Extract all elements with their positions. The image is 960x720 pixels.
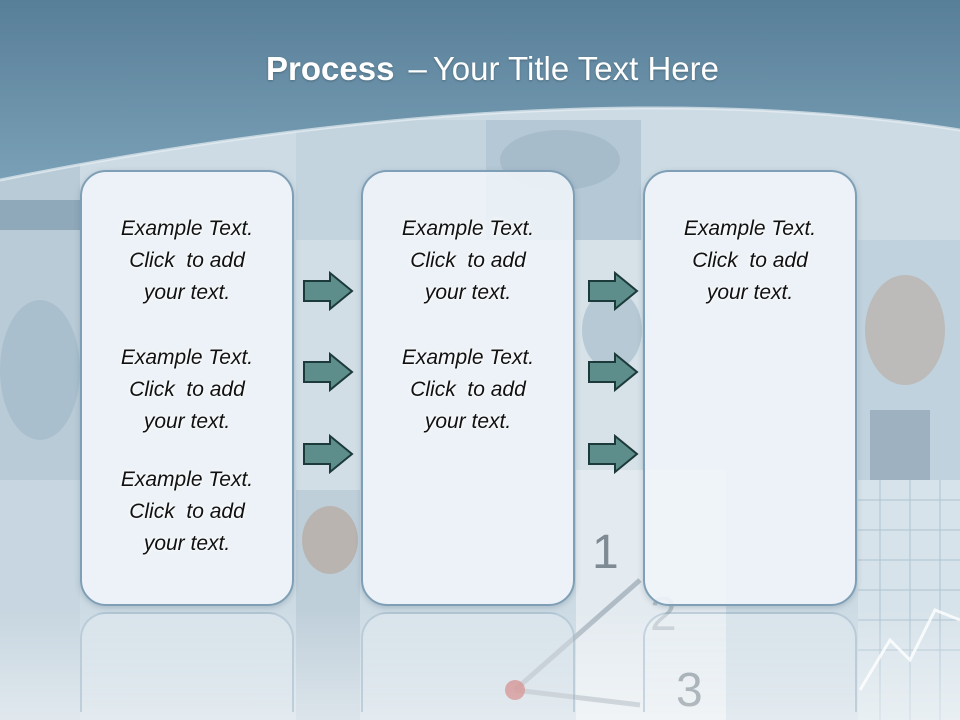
slide-title[interactable]: Process–Your Title Text Here bbox=[0, 50, 960, 88]
process-step-box-1[interactable]: Example Text. Click to add your text. Ex… bbox=[80, 170, 294, 606]
right-arrow-icon bbox=[588, 271, 639, 311]
step-2-text-1[interactable]: Example Text. Click to add your text. bbox=[401, 217, 535, 304]
box-reflection-1 bbox=[80, 612, 294, 712]
clock-numeral-1: 1 bbox=[592, 526, 619, 579]
right-arrow-icon bbox=[588, 434, 639, 474]
step-1-text-3[interactable]: Example Text. Click to add your text. bbox=[120, 468, 254, 555]
title-separator: – bbox=[408, 50, 427, 87]
title-text: Your Title Text Here bbox=[432, 50, 719, 87]
process-step-box-2[interactable]: Example Text. Click to add your text. Ex… bbox=[361, 170, 575, 606]
box-reflection-2 bbox=[361, 612, 575, 712]
step-2-text-2[interactable]: Example Text. Click to add your text. bbox=[401, 346, 535, 433]
step-1-text-2[interactable]: Example Text. Click to add your text. bbox=[120, 346, 254, 433]
right-arrow-icon bbox=[303, 352, 354, 392]
process-step-box-3[interactable]: Example Text. Click to add your text. bbox=[643, 170, 857, 606]
step-1-text-1[interactable]: Example Text. Click to add your text. bbox=[120, 217, 254, 304]
box-reflection-3 bbox=[643, 612, 857, 712]
right-arrow-icon bbox=[303, 434, 354, 474]
step-3-text-1[interactable]: Example Text. Click to add your text. bbox=[683, 217, 817, 304]
title-bold-part: Process bbox=[266, 50, 395, 87]
right-arrow-icon bbox=[303, 271, 354, 311]
right-arrow-icon bbox=[588, 352, 639, 392]
